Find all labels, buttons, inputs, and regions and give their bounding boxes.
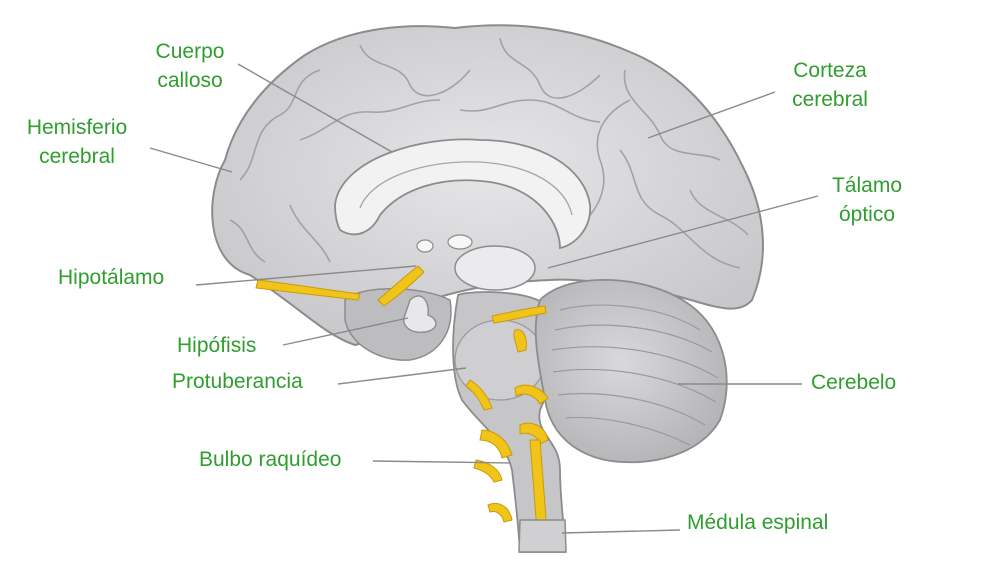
leader-corteza-cerebral — [647, 91, 776, 139]
gyri-lines — [229, 37, 749, 269]
label-cuerpo-calloso-line1: Cuerpo — [155, 40, 225, 63]
label-hemisferio-cerebral-line2: cerebral — [39, 145, 115, 168]
leader-talamo-optico — [547, 195, 819, 269]
label-medula-espinal: Médula espinal — [687, 511, 829, 534]
label-corteza-cerebral-line2: cerebral — [792, 88, 868, 111]
label-cerebelo: Cerebelo — [811, 371, 897, 394]
thalamus-shape — [454, 245, 536, 291]
label-hemisferio-cerebral: Hemisferio cerebral — [3, 113, 151, 171]
label-hemisferio-cerebral-line1: Hemisferio — [26, 116, 128, 139]
pituitary-shape — [403, 295, 437, 333]
label-cuerpo-calloso: Cuerpo calloso — [125, 37, 255, 95]
label-corteza-cerebral: Corteza cerebral — [772, 56, 888, 114]
label-hipofisis: Hipófisis — [177, 334, 257, 357]
label-bulbo-raquideo: Bulbo raquídeo — [199, 448, 342, 471]
label-talamo-optico: Tálamo óptico — [812, 171, 922, 229]
leader-protuberancia — [337, 367, 467, 385]
corpus-callosum-shape — [334, 138, 591, 250]
cranial-nerves — [255, 265, 549, 546]
leader-bulbo-raquideo — [372, 460, 511, 464]
label-hipotalamo: Hipotálamo — [58, 266, 165, 289]
label-corteza-cerebral-line1: Corteza — [793, 59, 867, 82]
leader-medula-espinal — [561, 529, 681, 534]
cerebellum-folia — [551, 304, 719, 446]
leader-lines — [149, 63, 819, 534]
label-protuberancia: Protuberancia — [172, 370, 303, 393]
leader-cuerpo-calloso — [237, 63, 393, 153]
label-talamo-optico-line1: Tálamo — [831, 174, 903, 197]
leader-hipofisis — [282, 317, 409, 346]
leader-hemisferio-cerebral — [149, 147, 233, 173]
label-cuerpo-calloso-line2: calloso — [157, 69, 223, 92]
label-talamo-optico-line2: óptico — [838, 203, 896, 226]
leader-hipotalamo — [195, 265, 417, 286]
